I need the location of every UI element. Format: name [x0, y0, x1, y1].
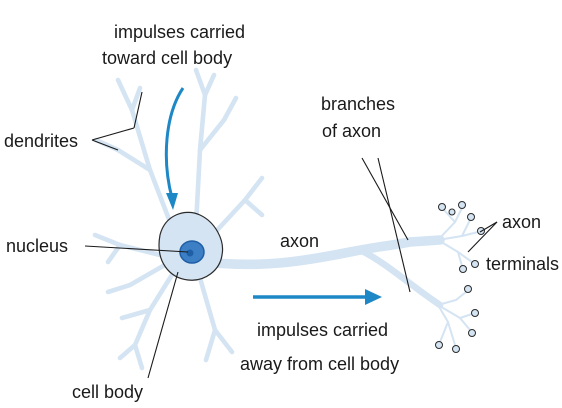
label-axon-terminals-2: terminals	[486, 254, 559, 274]
cell-body-shape	[159, 212, 223, 280]
labels: impulses carried toward cell body dendri…	[4, 22, 559, 402]
label-impulses-away-1: impulses carried	[257, 320, 388, 340]
axon-terminals-upper	[438, 202, 485, 273]
label-cell-body: cell body	[72, 382, 143, 402]
arrow-away-from-cell-body	[253, 289, 382, 305]
axon-terminals-lower	[436, 286, 479, 353]
label-dendrites: dendrites	[4, 131, 78, 151]
label-axon: axon	[280, 231, 319, 251]
label-impulses-away-2: away from cell body	[240, 354, 399, 374]
arrow-toward-cell-body	[166, 88, 183, 210]
label-impulses-toward-1: impulses carried	[114, 22, 245, 42]
label-branches-2: of axon	[322, 121, 381, 141]
label-branches-1: branches	[321, 94, 395, 114]
label-axon-terminals-1: axon	[502, 212, 541, 232]
label-impulses-toward-2: toward cell body	[102, 48, 232, 68]
label-nucleus: nucleus	[6, 236, 68, 256]
